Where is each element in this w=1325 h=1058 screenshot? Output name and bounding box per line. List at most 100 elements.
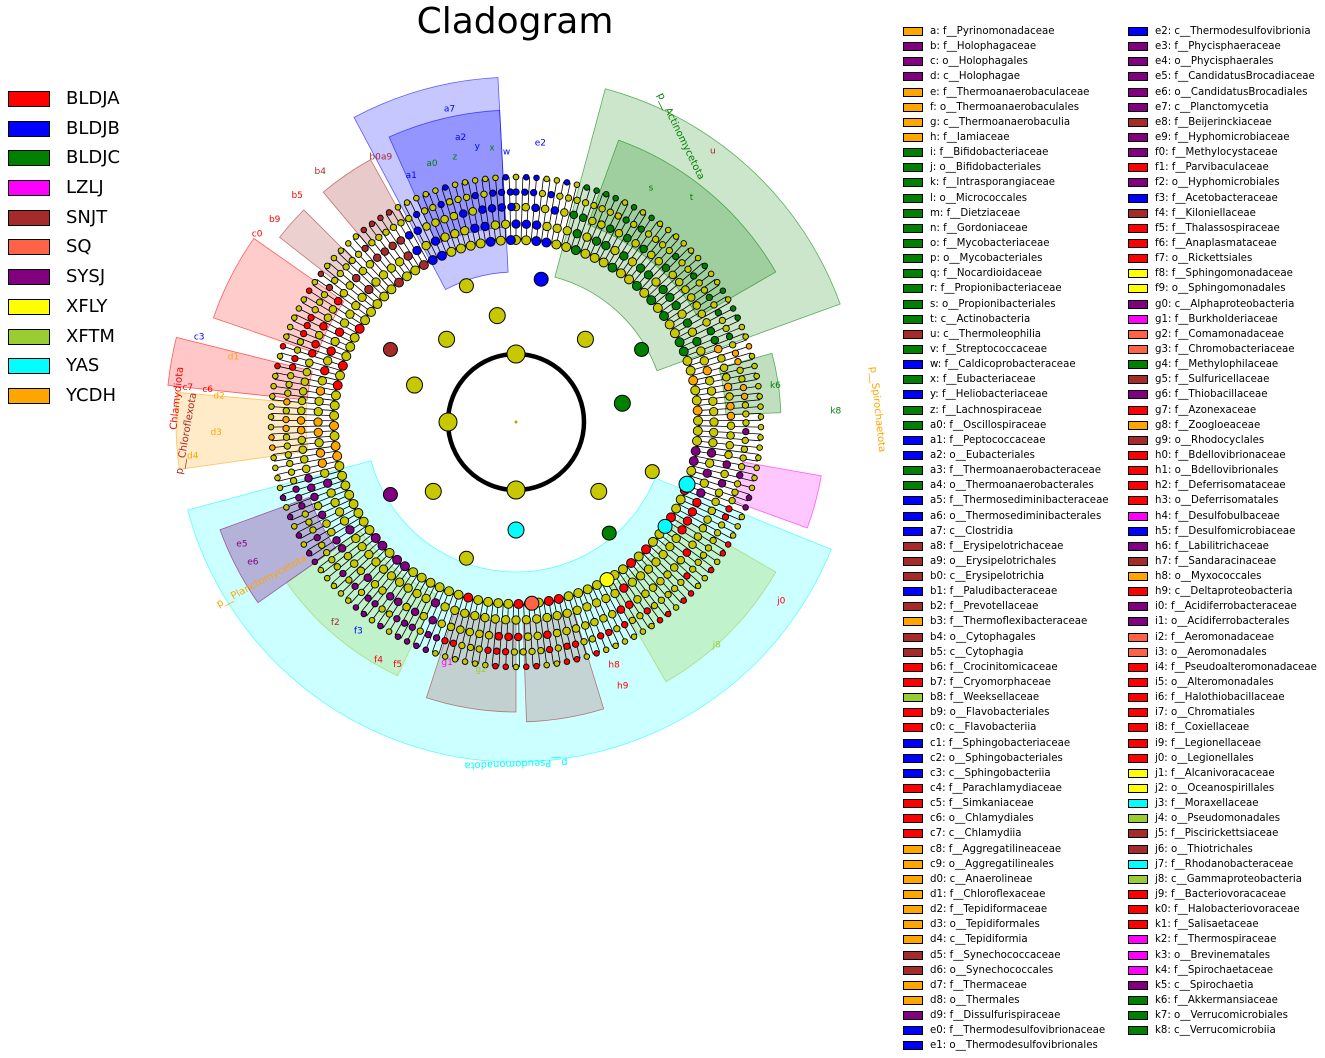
taxon-node: [630, 204, 638, 211]
taxon-node: [621, 621, 629, 629]
taxon-node: [643, 270, 654, 280]
taxon-node: [416, 627, 424, 635]
taxon-node: [501, 648, 510, 656]
taxon-node: [379, 291, 390, 302]
taxon-node: [444, 586, 454, 597]
taxon-node: [710, 335, 720, 345]
taxon-node: [538, 189, 547, 198]
taxon-node: [725, 332, 734, 341]
taxon-node: [293, 346, 302, 354]
taxon-node: [364, 525, 375, 535]
taxon-label: d1: f__Chloroflexaceae: [930, 889, 1046, 901]
taxon-label: q: f__Nocardioidaceae: [930, 268, 1043, 280]
taxon-node: [434, 582, 445, 593]
taxon-label: g4: f__Methylophilaceae: [1155, 359, 1279, 371]
branch: [675, 508, 706, 525]
taxon-node: [394, 577, 405, 587]
taxon-node: [631, 239, 640, 248]
taxon-label: g1: f__Burkholderiaceae: [1155, 313, 1278, 325]
taxon-color-swatch: [1128, 299, 1148, 309]
taxon-label: t: c__Actinobacteria: [930, 313, 1031, 325]
taxon-color-swatch: [1128, 693, 1148, 703]
taxon-color-swatch: [903, 284, 923, 294]
clade-code-label: z: [452, 152, 457, 162]
taxon-node: [335, 370, 345, 381]
group-label: XFLY: [66, 295, 108, 317]
taxon-node: [502, 173, 509, 181]
taxon-node: [734, 523, 741, 530]
taxon-color-swatch: [1128, 284, 1148, 294]
taxon-node: [737, 463, 746, 471]
taxon-node: [309, 526, 317, 534]
taxon-node: [671, 503, 682, 514]
taxon-label: d9: f__Dissulfurispiraceae: [930, 1010, 1061, 1022]
taxon-color-swatch: [903, 481, 923, 491]
taxon-node: [403, 199, 411, 206]
taxon-node: [465, 627, 475, 637]
taxon-label: b3: f__Thermoflexibacteraceae: [930, 616, 1088, 628]
group-color-swatch: [8, 239, 50, 256]
clade-code-label: b0: [369, 153, 381, 163]
taxon-node: [279, 494, 287, 501]
taxon-node: [668, 270, 677, 280]
taxon-node: [400, 561, 410, 572]
taxon-color-swatch: [903, 541, 923, 551]
taxon-node: [648, 622, 655, 630]
phylum-label: p__Pseudomonadota: [464, 756, 568, 771]
taxon-node: [757, 423, 765, 431]
taxon-node: [665, 541, 675, 552]
taxon-color-swatch: [903, 254, 923, 264]
taxon-node: [670, 584, 679, 593]
taxon-label: g2: f__Comamonadaceae: [1155, 328, 1284, 340]
taxon-label: b4: o__Cytophagales: [930, 631, 1036, 643]
taxon-label: j: o__Bifidobacteriales: [930, 162, 1042, 174]
taxon-node: [283, 504, 290, 511]
branch: [548, 600, 556, 634]
taxon-color-swatch: [1128, 223, 1148, 233]
taxon-color-swatch: [1128, 768, 1148, 778]
taxon-node: [654, 256, 663, 266]
taxon-node: [329, 410, 340, 421]
taxon-node: [402, 271, 412, 282]
taxon-node: [714, 344, 723, 354]
taxon-node: [512, 173, 520, 181]
taxon-color-swatch: [1128, 420, 1148, 430]
taxon-node: [705, 458, 715, 468]
branch: [495, 177, 499, 208]
branch: [465, 598, 474, 632]
taxon-node: [337, 360, 348, 371]
branch: [509, 207, 512, 241]
taxon-color-swatch: [1128, 193, 1148, 203]
group-color-swatch: [8, 91, 50, 107]
taxon-color-swatch: [903, 269, 923, 279]
taxon-node: [422, 646, 430, 654]
taxon-node: [551, 239, 562, 250]
taxon-node: [739, 383, 748, 392]
taxon-node: [485, 236, 496, 247]
taxon-node: [506, 188, 515, 196]
taxon-label: l: o__Micrococcales: [930, 192, 1028, 204]
taxon-node: [432, 187, 439, 194]
taxon-node: [675, 494, 686, 505]
branch: [670, 517, 700, 535]
taxon-node: [351, 273, 361, 283]
taxon-node: [339, 318, 350, 328]
taxon-color-swatch: [903, 708, 923, 718]
taxon-color-swatch: [1128, 708, 1148, 718]
branch: [688, 549, 714, 568]
taxon-node: [738, 513, 746, 521]
taxon-color-swatch: [903, 72, 923, 82]
taxon-node: [646, 295, 657, 306]
branch: [301, 435, 335, 439]
taxon-color-swatch: [1128, 814, 1148, 824]
taxon-node: [356, 566, 366, 576]
branch: [422, 195, 435, 224]
taxon-node: [291, 523, 298, 530]
taxon-node: [622, 216, 630, 224]
taxon-node: [542, 221, 552, 232]
taxon-node: [349, 559, 359, 568]
taxon-node: [552, 223, 562, 233]
taxon-node: [413, 194, 420, 202]
taxon-node: [708, 438, 718, 448]
taxon-label: c0: c__Flavobacteriia: [930, 722, 1037, 734]
